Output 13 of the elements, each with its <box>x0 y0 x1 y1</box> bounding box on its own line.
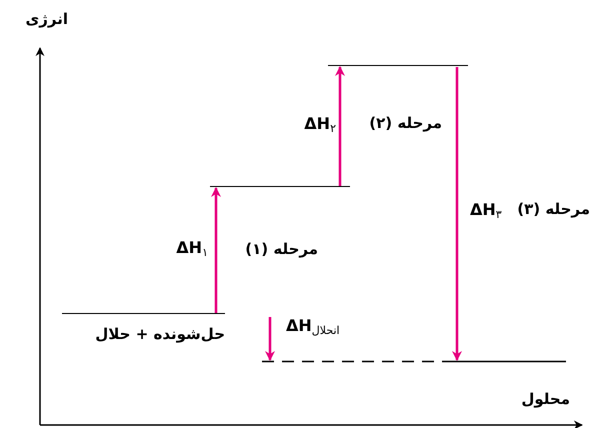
arrow <box>211 187 221 313</box>
text-label: مرحله (۲) <box>368 116 442 131</box>
arrow <box>335 66 345 186</box>
text-label: انرژی <box>24 12 68 27</box>
text-label: مرحله (۳) <box>516 202 590 217</box>
arrow <box>265 317 275 361</box>
text-label: محلول <box>520 392 570 407</box>
text-label: مرحله (۱) <box>244 242 318 257</box>
arrow <box>452 67 462 361</box>
energy-level-line <box>328 65 468 68</box>
level-label: حل‌شونده + حلال <box>95 324 225 345</box>
energy-level-line <box>262 360 566 363</box>
energy-level-line <box>210 186 350 189</box>
